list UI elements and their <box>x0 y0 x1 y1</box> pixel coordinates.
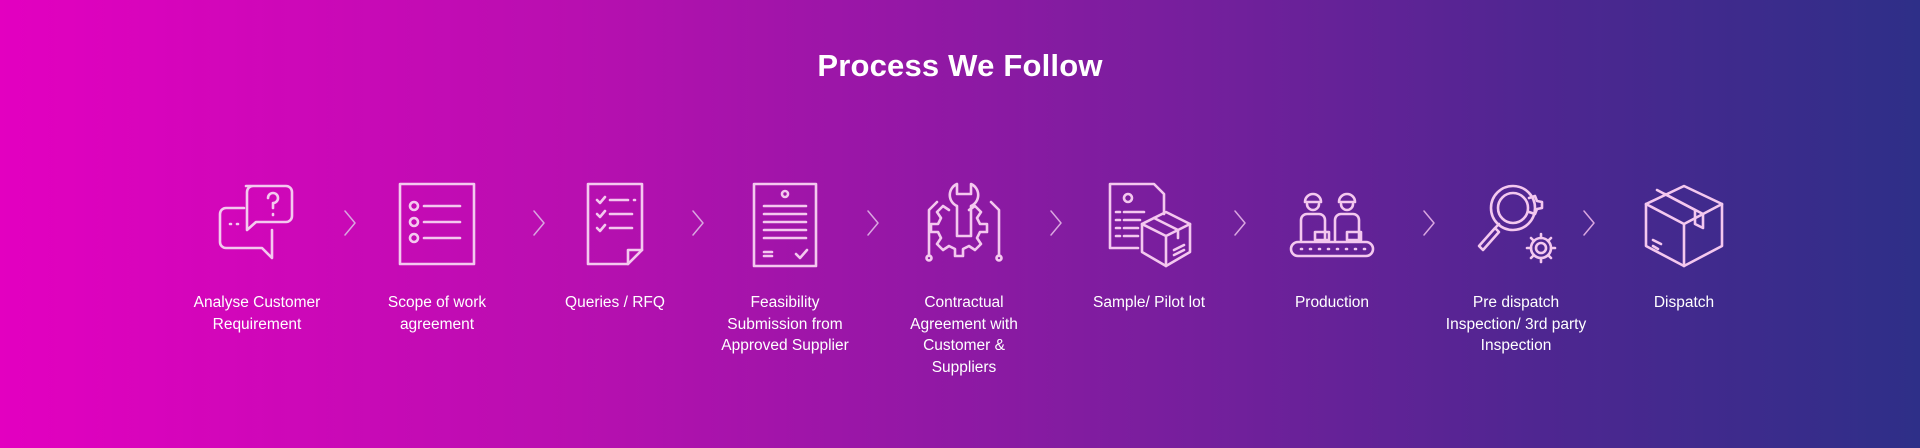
step-sample-pilot-lot: Sample/ Pilot lot <box>1074 180 1224 314</box>
step-production: Production <box>1257 180 1407 314</box>
step-label: Scope of work agreement <box>387 294 487 333</box>
checklist-document-icon <box>398 182 476 266</box>
document-box-icon <box>1108 182 1192 268</box>
step-queries-rfq: Queries / RFQ <box>540 180 690 314</box>
step-label: Production <box>1294 294 1370 311</box>
magnifier-gears-icon <box>1477 184 1557 264</box>
step-scope-of-work: Scope of work agreement <box>362 180 512 335</box>
chevron-right-icon <box>344 210 356 236</box>
step-label: Sample/ Pilot lot <box>1093 294 1205 311</box>
chevron-right-icon <box>1423 210 1435 236</box>
step-contractual-agreement: Contractual Agreement with Customer & Su… <box>889 180 1039 378</box>
step-dispatch: Dispatch <box>1609 180 1759 314</box>
workers-conveyor-icon <box>1289 192 1375 258</box>
chat-bubbles-question-icon <box>218 184 294 260</box>
check-list-page-icon <box>586 182 644 266</box>
step-analyse-customer-requirement: Analyse Customer Requirement <box>182 180 332 335</box>
step-label: Pre dispatch Inspection/ 3rd party Inspe… <box>1445 294 1587 354</box>
section-title: Process We Follow <box>817 48 1103 83</box>
chevron-right-icon <box>1050 210 1062 236</box>
chevron-right-icon <box>1583 210 1595 236</box>
step-label: Queries / RFQ <box>565 294 665 311</box>
chevron-right-icon <box>1234 210 1246 236</box>
step-label: Feasibility Submission from Approved Sup… <box>721 294 849 354</box>
package-box-icon <box>1644 184 1724 268</box>
step-feasibility-submission: Feasibility Submission from Approved Sup… <box>710 180 860 357</box>
chevron-right-icon <box>533 210 545 236</box>
step-label: Dispatch <box>1653 294 1715 311</box>
step-label: Analyse Customer Requirement <box>193 294 321 333</box>
chevron-right-icon <box>867 210 879 236</box>
step-pre-dispatch-inspection: Pre dispatch Inspection/ 3rd party Inspe… <box>1441 180 1591 357</box>
approved-document-icon <box>752 182 818 268</box>
step-label: Contractual Agreement with Customer & Su… <box>910 294 1018 376</box>
wrench-gear-icon <box>925 182 1003 262</box>
chevron-right-icon <box>692 210 704 236</box>
